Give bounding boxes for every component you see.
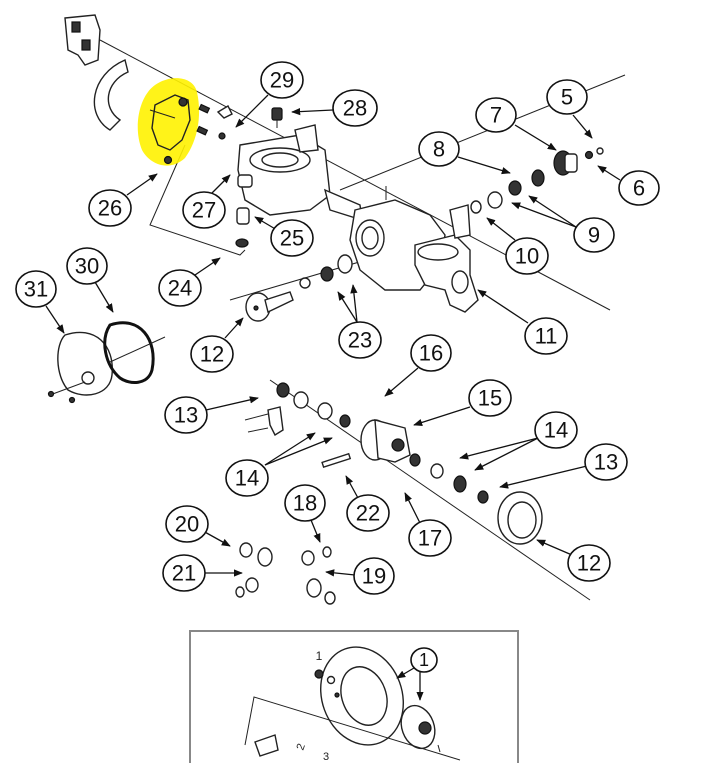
callout-19[interactable]: 19: [325, 557, 395, 595]
callout-label: 22: [356, 501, 380, 526]
wheel-hub-part[interactable]: [395, 701, 441, 753]
callout-label: 10: [515, 244, 539, 269]
callout-6[interactable]: 6: [597, 165, 660, 206]
callout-14-right[interactable]: 14: [459, 411, 578, 471]
callout-label: 12: [200, 342, 224, 367]
lower-ball-joint-part[interactable]: [235, 207, 250, 248]
callout-label: 16: [419, 341, 443, 366]
side-gear-washers-part[interactable]: [235, 542, 336, 605]
callout-8[interactable]: 8: [418, 131, 511, 175]
callout-label: 9: [588, 223, 600, 248]
steering-knuckle-part[interactable]: [137, 78, 200, 166]
ball-joint-part[interactable]: [271, 107, 283, 128]
callout-28[interactable]: 28: [291, 89, 378, 127]
brake-caliper-part[interactable]: [64, 14, 101, 66]
callout-13-left[interactable]: 13: [164, 396, 259, 434]
inset-small-label-2: 2: [294, 742, 307, 752]
callout-13-right[interactable]: 13: [499, 443, 628, 489]
cross-shaft-part[interactable]: [321, 452, 352, 469]
callout-16[interactable]: 16: [384, 334, 452, 397]
callout-7[interactable]: 7: [475, 97, 557, 151]
inset-callout-1[interactable]: 1: [396, 647, 438, 701]
right-knuckle-housing-part[interactable]: [414, 204, 479, 313]
callout-label: 23: [348, 328, 372, 353]
callout-label: 8: [433, 137, 445, 162]
callout-label: 7: [490, 103, 502, 128]
callout-24[interactable]: 24: [158, 257, 221, 307]
callout-label: 14: [235, 466, 259, 491]
callout-25[interactable]: 25: [254, 216, 314, 257]
callout-label: 29: [270, 68, 294, 93]
callout-label: 17: [418, 526, 442, 551]
pinion-bearings-part[interactable]: [299, 254, 353, 289]
callout-20[interactable]: 20: [165, 505, 231, 547]
knuckle-bolts[interactable]: [196, 103, 233, 140]
diff-cover-part[interactable]: [47, 331, 113, 404]
callout-label: 15: [478, 386, 502, 411]
callout-label: 13: [174, 403, 198, 428]
callout-18[interactable]: 18: [284, 484, 326, 543]
callout-label: 27: [192, 198, 216, 223]
callout-27[interactable]: 27: [182, 174, 231, 229]
callout-label: 5: [561, 85, 573, 110]
callout-22[interactable]: 22: [345, 475, 390, 532]
callout-label: 31: [24, 277, 48, 302]
axle-shaft-part[interactable]: [244, 696, 461, 761]
callout-23[interactable]: 23: [337, 284, 382, 359]
callout-label: 6: [633, 176, 645, 201]
spreader-clip-part[interactable]: [244, 406, 284, 437]
callout-10[interactable]: 10: [486, 217, 549, 275]
callout-29[interactable]: 29: [235, 61, 304, 128]
callout-11[interactable]: 11: [477, 289, 568, 355]
callout-12-pinion[interactable]: 12: [190, 317, 244, 373]
callout-label: 19: [362, 564, 386, 589]
callout-label: 21: [172, 561, 196, 586]
callouts: 29 28 5 7 8 6: [15, 61, 660, 595]
pinion-gear-part[interactable]: [245, 291, 294, 322]
dust-shield-part[interactable]: [93, 59, 129, 131]
brake-rotor-part[interactable]: [307, 635, 416, 756]
callout-label: 13: [594, 450, 618, 475]
callout-label: 18: [293, 491, 317, 516]
callout-label: 20: [175, 512, 199, 537]
callout-14-left[interactable]: 14: [225, 432, 333, 497]
differential-case-part[interactable]: [360, 419, 411, 463]
diff-gasket-part[interactable]: [103, 321, 166, 384]
callout-30[interactable]: 30: [66, 247, 114, 313]
inset-small-label-3: 3: [323, 751, 329, 763]
callout-label: 28: [343, 96, 367, 121]
callout-17[interactable]: 17: [404, 492, 452, 557]
left-axle-housing-part[interactable]: [237, 124, 363, 221]
callout-label: 14: [544, 418, 568, 443]
callout-label: 24: [168, 276, 192, 301]
hub-nut-part[interactable]: [314, 669, 340, 698]
callout-label: 25: [280, 226, 304, 251]
right-shaft-seals[interactable]: [470, 147, 604, 214]
callout-label: 12: [577, 551, 601, 576]
callout-15[interactable]: 15: [413, 379, 512, 426]
callout-26[interactable]: 26: [88, 173, 158, 227]
carrier-bearing-left-part[interactable]: [276, 382, 351, 428]
inset-small-label-1: 1: [316, 649, 323, 663]
callout-31[interactable]: 31: [15, 270, 65, 334]
callout-label: 11: [535, 324, 558, 349]
callout-21[interactable]: 21: [162, 554, 243, 592]
ring-gear-part[interactable]: [497, 491, 543, 545]
callout-9[interactable]: 9: [511, 195, 615, 253]
inset-detail-box: 1 2 3 1: [189, 630, 519, 763]
callout-label: 30: [75, 254, 99, 279]
callout-label: 1: [419, 650, 429, 670]
callout-label: 26: [98, 196, 122, 221]
callout-5[interactable]: 5: [546, 79, 593, 139]
callout-12-ring[interactable]: 12: [536, 539, 611, 582]
carrier-bearing-right-part[interactable]: [409, 453, 489, 504]
